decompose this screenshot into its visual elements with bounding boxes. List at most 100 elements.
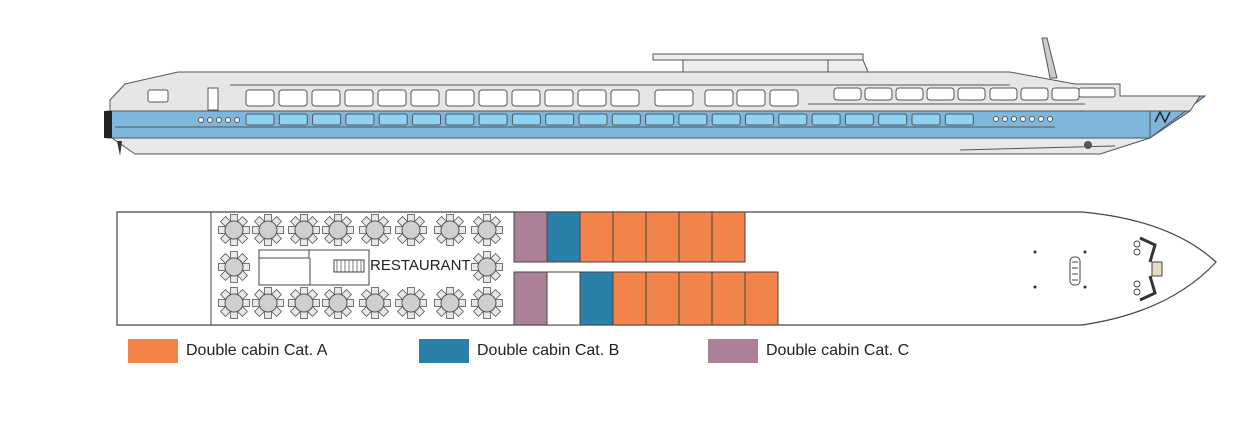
cabin-window (445, 89, 475, 107)
cabin-cat-a (744, 271, 779, 326)
lounge-window (926, 87, 955, 101)
hull-window (944, 113, 974, 126)
porthole (198, 117, 204, 123)
cabin-window (511, 89, 541, 107)
cabin-cat-c (513, 271, 548, 326)
cabin-window (344, 89, 374, 107)
legend-label: Double cabin Cat. C (766, 342, 910, 359)
restaurant-table (322, 287, 354, 319)
restaurant-table (322, 214, 354, 246)
cabin-window (704, 89, 734, 107)
restaurant-table (471, 251, 503, 283)
porthole (1011, 116, 1017, 122)
porthole (1020, 116, 1026, 122)
lounge-window (989, 87, 1018, 101)
hull-window (878, 113, 908, 126)
porthole (207, 117, 213, 123)
porthole (225, 117, 231, 123)
porthole (1047, 116, 1053, 122)
hull-window (545, 113, 575, 126)
restaurant-table (288, 287, 320, 319)
hull-window (811, 113, 841, 126)
restaurant-table (471, 214, 503, 246)
stern-block (104, 111, 112, 138)
restaurant-table (218, 251, 250, 283)
cabin-window (245, 89, 275, 107)
restaurant-table (434, 214, 466, 246)
hull-window (278, 113, 308, 126)
sundeck-structure (682, 59, 829, 73)
cabin-window (610, 89, 640, 107)
restaurant-table (359, 214, 391, 246)
hull-window (345, 113, 375, 126)
deck-outline (116, 211, 1217, 326)
cabin-cat-a (612, 271, 647, 326)
hull-window (578, 113, 608, 126)
legend-label: Double cabin Cat. A (186, 342, 328, 359)
porthole (234, 117, 240, 123)
hull-window (378, 113, 408, 126)
lounge-window (654, 89, 694, 107)
cabin-cat-a (711, 211, 746, 263)
restaurant-label: RESTAURANT (370, 257, 471, 274)
cabin-cat-a (645, 211, 680, 263)
cabin-cat-a (678, 271, 713, 326)
bridge-window (1078, 87, 1116, 98)
lounge-window (895, 87, 924, 101)
cabin-cat-a (612, 211, 647, 263)
lounge-window (1020, 87, 1049, 101)
mast (1041, 37, 1058, 79)
hull-window (678, 113, 708, 126)
cabin-window (736, 89, 766, 107)
legend-item-cat-c: Double cabin Cat. C (708, 339, 909, 363)
hull-window (844, 113, 874, 126)
cabin-cat-a (645, 271, 680, 326)
restaurant-table (252, 214, 284, 246)
hull-window (412, 113, 441, 126)
restaurant-table (434, 287, 466, 319)
deck-top-view: RESTAURANT (116, 211, 1217, 326)
porthole (993, 116, 999, 122)
cabin-window (410, 89, 440, 107)
hull-lower (110, 137, 1151, 155)
hull-window (445, 113, 475, 126)
restaurant-table (395, 287, 427, 319)
lounge-window (833, 87, 862, 101)
hull-window (911, 113, 941, 126)
sundeck-canopy (827, 59, 869, 73)
hull-window (745, 113, 774, 126)
hull-window (711, 113, 741, 126)
rudder-icon (117, 141, 122, 156)
legend-swatch (708, 339, 758, 363)
bow-equipment (1033, 236, 1163, 302)
service-room (546, 271, 581, 326)
hull-window (645, 113, 675, 126)
porthole (216, 117, 222, 123)
cabin-cat-a (711, 271, 746, 326)
porthole (1029, 116, 1035, 122)
restaurant-table (395, 214, 427, 246)
cabin-cat-a (678, 211, 713, 263)
legend-swatch (128, 339, 178, 363)
restaurant-table (218, 287, 250, 319)
restaurant-table (471, 287, 503, 319)
lounge-window (1051, 87, 1080, 101)
bar-shelf (258, 249, 310, 259)
hull-window (478, 113, 508, 126)
restaurant-table (218, 214, 250, 246)
stern-window (147, 89, 169, 103)
cabin-window (311, 89, 341, 107)
sundeck-roof (652, 53, 864, 61)
porthole (1038, 116, 1044, 122)
hull-window (611, 113, 641, 126)
legend-item-cat-b: Double cabin Cat. B (419, 339, 619, 363)
lounge-window (957, 87, 986, 101)
cabin-window (478, 89, 508, 107)
legend-item-cat-a: Double cabin Cat. A (128, 339, 327, 363)
restaurant-table (288, 214, 320, 246)
legend-swatch (419, 339, 469, 363)
cabin-cat-c (513, 211, 548, 263)
cabin-window (544, 89, 574, 107)
porthole (1002, 116, 1008, 122)
